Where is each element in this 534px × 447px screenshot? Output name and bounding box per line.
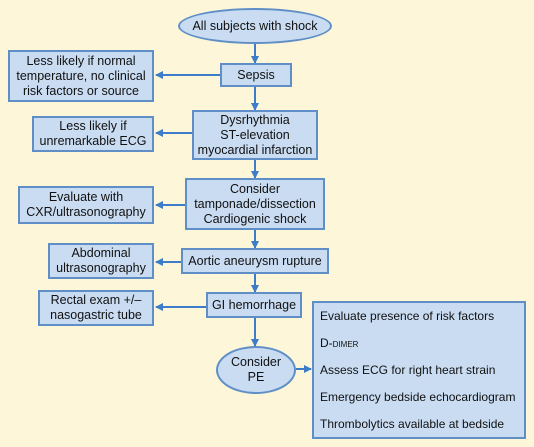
node-dysrhythmia: Dysrhythmia ST-elevation myocardial infa… — [192, 110, 318, 160]
workup-item-thrombolytics: Thrombolytics available at bedside — [320, 417, 505, 431]
workup-item-d-dimer: D-dimer — [320, 336, 359, 350]
note-aortic: Abdominal ultrasonography — [48, 243, 154, 279]
note-sepsis: Less likely if normal temperature, no cl… — [8, 50, 154, 102]
node-gi: GI hemorrhage — [206, 292, 302, 318]
node-start: All subjects with shock — [178, 8, 332, 44]
note-tamponade: Evaluate with CXR/ultrasonography — [18, 186, 154, 224]
workup-item-echo: Emergency bedside echocardiogram — [320, 390, 516, 404]
pe-workup-box: Evaluate presence of risk factors D-dime… — [312, 301, 526, 439]
note-dysrhythmia: Less likely if unremarkable ECG — [32, 116, 154, 152]
node-sepsis: Sepsis — [220, 63, 292, 87]
note-gi: Rectal exam +/– nasogastric tube — [38, 290, 154, 326]
workup-item-risk-factors: Evaluate presence of risk factors — [320, 309, 495, 323]
node-pe: Consider PE — [216, 346, 296, 394]
workup-item-ecg: Assess ECG for right heart strain — [320, 363, 496, 377]
node-aortic: Aortic aneurysm rupture — [181, 248, 329, 274]
node-tamponade: Consider tamponade/dissection Cardiogeni… — [185, 178, 325, 230]
